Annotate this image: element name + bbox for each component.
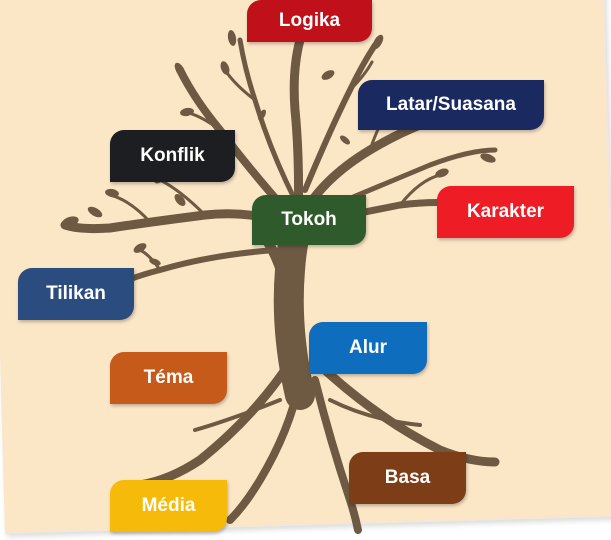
label-logika: Logika	[247, 0, 372, 42]
label-tokoh: Tokoh	[252, 195, 366, 245]
label-alur: Alur	[309, 322, 427, 374]
label-media: Média	[110, 480, 227, 532]
label-basa: Basa	[349, 452, 466, 504]
label-tema: Téma	[110, 352, 227, 404]
label-konflik: Konflik	[110, 130, 235, 182]
label-latar-suasana: Latar/Suasana	[358, 80, 544, 130]
label-tilikan: Tilikan	[18, 268, 134, 320]
label-karakter: Karakter	[437, 186, 574, 238]
